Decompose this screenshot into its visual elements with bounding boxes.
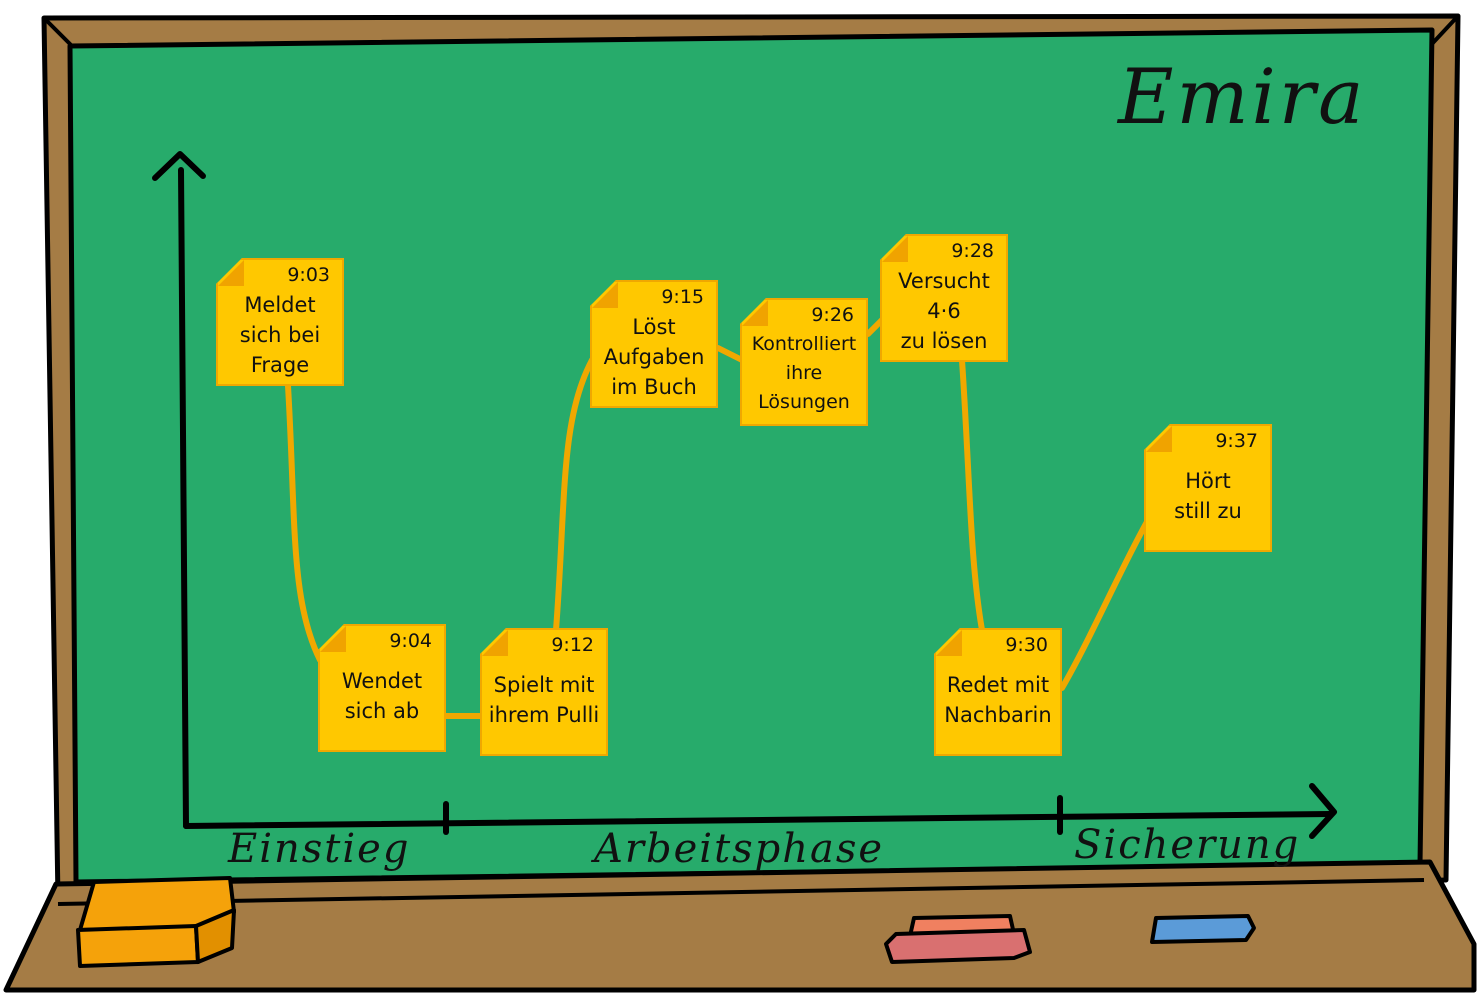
connector-1	[285, 383, 323, 663]
note-time: 9:15	[661, 286, 704, 308]
note-time: 9:30	[1005, 634, 1048, 656]
note-text: Redet mit Nachbarin	[944, 673, 1052, 727]
note-text: Spielt mit ihrem Pulli	[488, 673, 600, 727]
note-time: 9:26	[811, 304, 854, 326]
board-title: Emira	[1118, 52, 1367, 141]
sticky-note: 9:12 Spielt mit ihrem Pulli	[480, 628, 608, 756]
connector-7	[1059, 517, 1151, 691]
note-time: 9:03	[287, 264, 330, 286]
x-axis-arrowhead	[1309, 783, 1337, 839]
connector-3	[553, 357, 595, 633]
sticky-note: 9:28 Versucht 4·6 zu lösen	[880, 234, 1008, 362]
sticky-note: 9:15 Löst Aufgaben im Buch	[590, 280, 718, 408]
phase-label-arbeitsphase: Arbeitsphase	[594, 826, 885, 872]
note-time: 9:28	[951, 240, 994, 262]
note-text: Wendet sich ab	[341, 669, 423, 723]
phase-label-sicherung: Sicherung	[1074, 822, 1301, 868]
note-time: 9:12	[551, 634, 594, 656]
connector-5	[865, 317, 885, 337]
y-axis-arrowhead	[152, 151, 206, 181]
x-axis	[183, 811, 1333, 829]
sticky-note: 9:04 Wendet sich ab	[318, 624, 446, 752]
sticky-note: 9:03 Meldet sich bei Frage	[216, 258, 344, 386]
note-time: 9:37	[1215, 430, 1258, 452]
sticky-note: 9:26 Kontrolliert ihre Lösungen	[740, 298, 868, 426]
note-text: Löst Aufgaben im Buch	[603, 315, 705, 399]
sticky-note: 9:37 Hört still zu	[1144, 424, 1272, 552]
note-text: Hört still zu	[1174, 469, 1242, 523]
chalk-blue	[1150, 914, 1256, 944]
phase-label-einstieg: Einstieg	[228, 826, 411, 872]
sticky-note: 9:30 Redet mit Nachbarin	[934, 628, 1062, 756]
note-text: Kontrolliert ihre Lösungen	[751, 333, 857, 413]
chalk-red	[884, 914, 1032, 964]
chalk-tray	[3, 859, 1477, 993]
note-text: Versucht 4·6 zu lösen	[898, 269, 990, 353]
sponge	[76, 876, 236, 968]
note-text: Meldet sich bei Frage	[239, 293, 321, 377]
note-time: 9:04	[389, 630, 432, 652]
connector-4	[715, 345, 745, 363]
y-axis	[178, 167, 189, 829]
connector-6	[959, 357, 985, 633]
